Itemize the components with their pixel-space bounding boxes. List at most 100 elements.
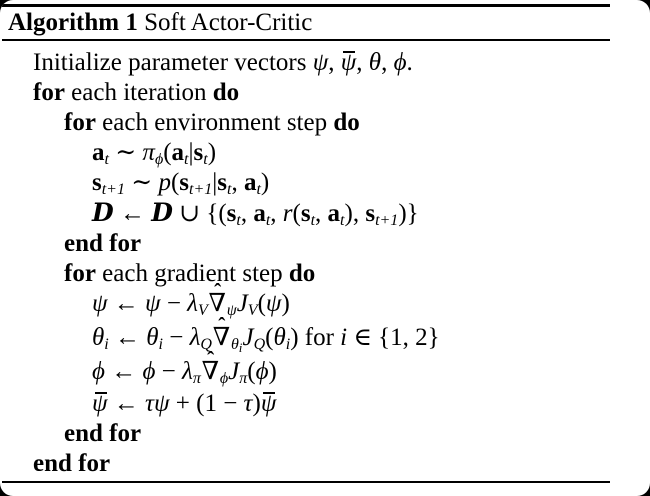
math-subscript: ϕ bbox=[219, 370, 229, 388]
math-subscript: π bbox=[239, 370, 248, 388]
math-subscript: ϕ bbox=[154, 151, 164, 169]
token-rm: , bbox=[231, 169, 244, 196]
token-rm: ← bbox=[113, 200, 152, 227]
token-kw: end for bbox=[64, 420, 142, 447]
token-it: τ bbox=[145, 390, 154, 417]
algorithm-line: for each environment step do bbox=[0, 108, 650, 138]
token-kw: do bbox=[212, 79, 240, 106]
hat-accent-icon: ˆ bbox=[218, 313, 226, 338]
algorithm-number: Algorithm 1 bbox=[8, 9, 138, 36]
math-subscript: t bbox=[184, 151, 189, 169]
token-kw: for bbox=[33, 79, 65, 106]
token-rm: , bbox=[315, 200, 328, 227]
token-hat: ˆ∇ bbox=[201, 347, 220, 385]
token-rm: ( bbox=[257, 290, 266, 317]
algorithm-line: at ∼ πϕ(at|st) bbox=[0, 138, 650, 168]
token-rm: ∈ {1, 2} bbox=[347, 324, 440, 351]
math-subscript: t bbox=[104, 151, 109, 169]
token-bf: a bbox=[243, 169, 257, 196]
token-bf: s bbox=[217, 169, 227, 196]
math-subscript: V bbox=[198, 302, 208, 320]
math-subscript: π bbox=[192, 370, 201, 388]
token-it: τ bbox=[243, 390, 253, 417]
token-it: θ bbox=[92, 324, 105, 351]
math-subscript: t+1 bbox=[189, 181, 213, 199]
math-subscript: i bbox=[158, 336, 163, 354]
token-rm: | bbox=[212, 169, 218, 196]
math-subscript: t bbox=[340, 212, 345, 230]
token-it: θ bbox=[273, 324, 286, 351]
token-rm: ) bbox=[260, 169, 270, 196]
token-rm: ( bbox=[265, 324, 274, 351]
token-it: π bbox=[142, 139, 155, 166]
token-rm: ← bbox=[104, 358, 143, 385]
token-rm: ∼ bbox=[124, 169, 159, 196]
token-rm: ) bbox=[252, 390, 261, 417]
token-it: p bbox=[158, 169, 171, 196]
token-rm: ∪ {( bbox=[172, 200, 227, 227]
token-rm: . bbox=[406, 49, 413, 76]
math-subscript: Q bbox=[200, 336, 212, 354]
math-subscript: t bbox=[265, 212, 271, 230]
algorithm-line: D ← D ∪ {(st, at, r(st, at), st+1)} bbox=[0, 198, 650, 229]
token-rm: , bbox=[356, 49, 369, 76]
math-subscript: t bbox=[310, 212, 316, 230]
algorithm-line: ψ ← τψ + (1 − τ)ψ bbox=[0, 389, 650, 419]
token-rm: ← bbox=[107, 290, 146, 317]
token-it: ψ bbox=[145, 290, 161, 317]
token-it: ψ bbox=[92, 290, 108, 317]
token-kw: for bbox=[64, 109, 96, 136]
token-bf: s bbox=[179, 169, 189, 196]
algorithm-line: end for bbox=[0, 419, 650, 449]
token-it: ϕ bbox=[92, 358, 105, 385]
math-subscript: ψ bbox=[226, 302, 237, 320]
token-bf: a bbox=[327, 200, 341, 227]
token-it: J bbox=[236, 290, 248, 317]
token-rm: each iteration bbox=[64, 79, 213, 106]
token-rm: − bbox=[162, 324, 190, 351]
math-subscript: V bbox=[247, 302, 258, 320]
token-rm: ← bbox=[108, 324, 147, 351]
algorithm-line: for each gradient step do bbox=[0, 259, 650, 289]
top-rule bbox=[2, 4, 610, 7]
algorithm-body: Initialize parameter vectors ψ, ψ, θ, ϕ.… bbox=[0, 48, 650, 479]
math-subscript: i bbox=[104, 336, 109, 354]
math-subscript: t bbox=[227, 181, 232, 199]
token-rm: − bbox=[160, 290, 188, 317]
token-bf: a bbox=[171, 139, 185, 166]
token-it: J bbox=[242, 324, 254, 351]
token-bar: ψ bbox=[340, 49, 357, 76]
token-rm: each environment step bbox=[95, 109, 334, 136]
token-rm: ) bbox=[207, 139, 217, 166]
token-it: i bbox=[340, 324, 348, 351]
token-bar: ψ bbox=[260, 390, 277, 417]
token-bf: s bbox=[193, 139, 204, 166]
token-cal: D bbox=[92, 198, 114, 227]
header-separator-rule bbox=[2, 39, 610, 41]
token-rm: , bbox=[381, 49, 394, 76]
algorithm-line: for each iteration do bbox=[0, 78, 650, 108]
token-cal: D bbox=[151, 198, 173, 227]
hat-accent-icon: ˆ bbox=[214, 279, 222, 304]
math-subscript: t bbox=[256, 181, 261, 199]
token-rm: each gradient step bbox=[95, 260, 289, 287]
token-hat: ˆ∇ bbox=[212, 313, 231, 351]
token-rm: ← bbox=[107, 390, 146, 417]
token-bar: ψ bbox=[92, 390, 108, 417]
token-it: ψ bbox=[265, 290, 282, 317]
token-rm: , bbox=[240, 200, 254, 227]
token-it: ϕ bbox=[393, 49, 407, 76]
token-rm: , bbox=[328, 49, 341, 76]
token-it: J bbox=[228, 358, 240, 385]
token-it: λ bbox=[187, 290, 198, 317]
math-subscript: θi bbox=[230, 336, 243, 355]
token-rm: | bbox=[188, 139, 194, 166]
token-it: r bbox=[282, 200, 293, 227]
token-rm: ∼ bbox=[108, 139, 143, 166]
math-subscript: Q bbox=[253, 336, 266, 354]
token-rm: − bbox=[155, 358, 183, 385]
token-rm: ( bbox=[247, 358, 256, 385]
token-it: ψ bbox=[312, 49, 329, 76]
